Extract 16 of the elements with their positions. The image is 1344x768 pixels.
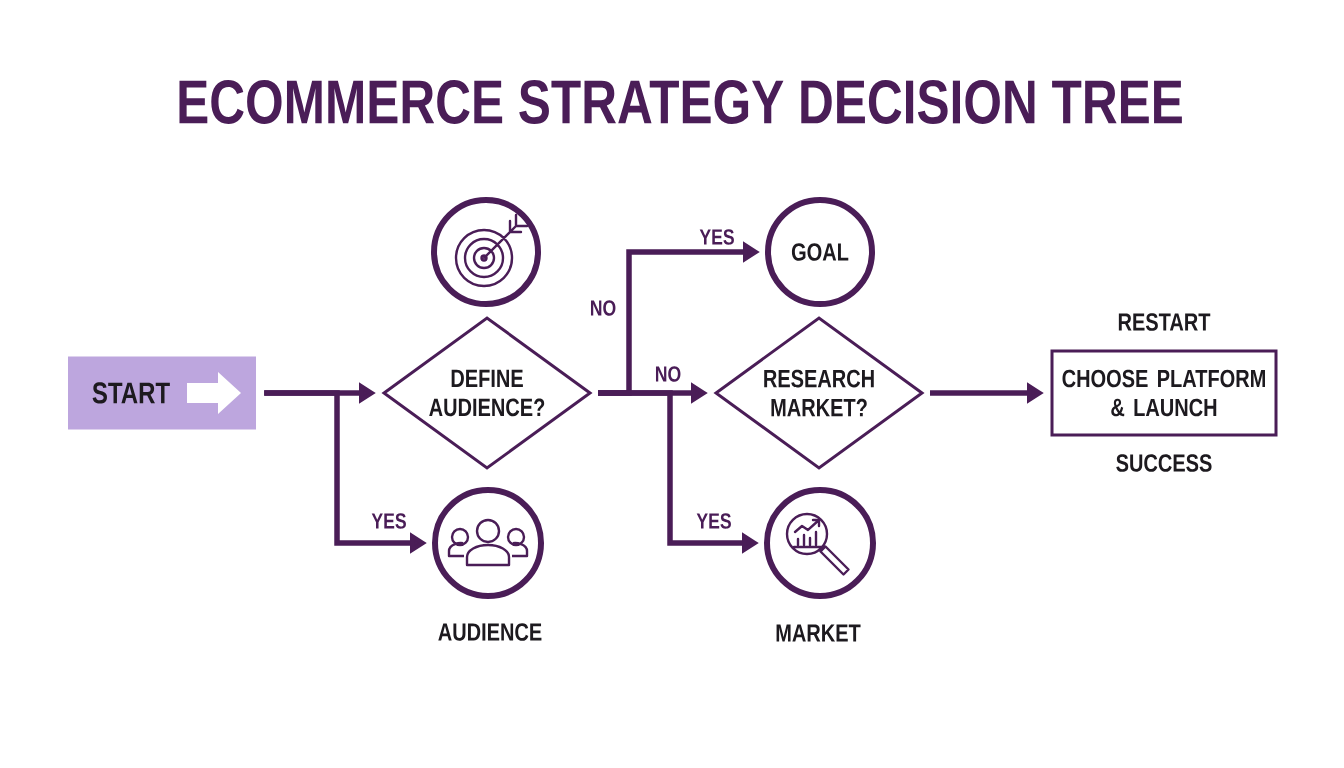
node-caption: AUDIENCE [438,623,542,641]
process-box: CHOOSE PLATFORM & LAUNCH [1050,349,1278,437]
title: ECOMMERCE STRATEGY DECISION TREE [179,80,1182,124]
start-box: START [68,356,256,430]
node-caption: RESTART [1118,313,1211,331]
node-caption: MARKET [776,624,861,642]
circle-node [764,487,876,599]
branch-label: NO [588,299,618,317]
edge-label: YES [370,512,408,530]
circle-node [432,487,544,599]
edge-label: YES [695,512,733,530]
circle-node: GOAL [765,197,875,307]
circle-node [431,197,541,307]
edge-label: NO [653,365,683,383]
node-caption: SUCCESS [1116,454,1212,472]
edge-label: YES [698,228,736,246]
